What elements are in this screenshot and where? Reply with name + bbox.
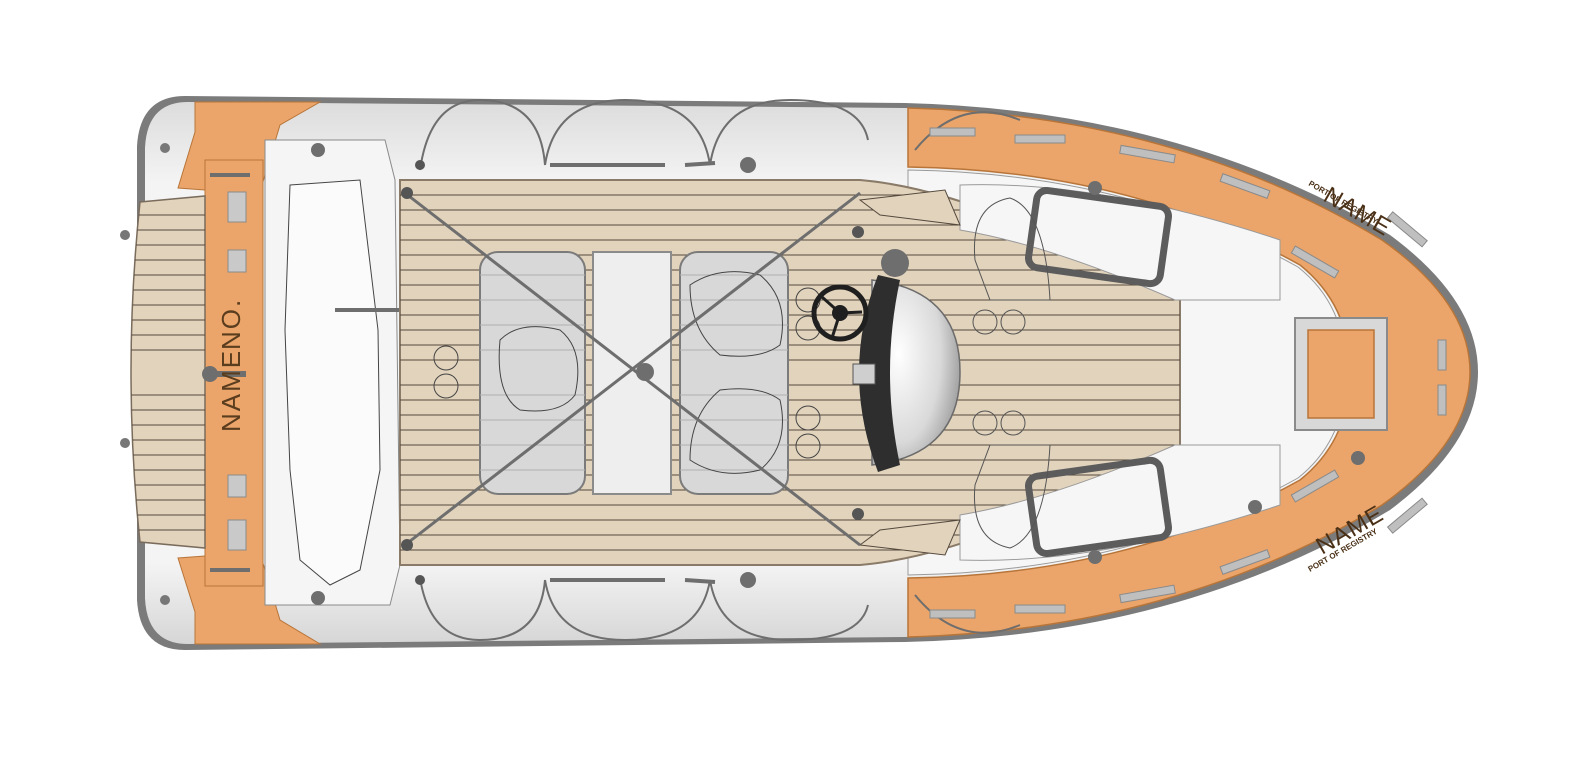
- aft-fitting-top: [311, 143, 325, 157]
- brace-center: [636, 363, 654, 381]
- cushion-stripes: [480, 274, 788, 471]
- transom-seams: [131, 214, 205, 531]
- side-fitting-bottom: [740, 572, 756, 588]
- transom-name-text: NAME: [216, 349, 246, 432]
- teak-wedge-bottom: [858, 519, 961, 556]
- bow-fitting-3: [1248, 500, 1262, 514]
- bow-fitting-2: [1088, 550, 1102, 564]
- stern-pads: [227, 191, 247, 551]
- seated-figure-outlines: [433, 271, 821, 474]
- bow-fitting-1: [1088, 181, 1102, 195]
- anchor-locker-lid: [1307, 329, 1375, 419]
- bow-fitting-4: [1351, 451, 1365, 465]
- transom-fitting-bottom: [120, 438, 130, 448]
- transom-cleat-bar: [216, 371, 246, 377]
- bow-hatch-bottom: [1025, 456, 1172, 558]
- console-windscreen: [859, 275, 900, 472]
- transom-cleat: [202, 366, 218, 382]
- console-dome: [871, 279, 961, 466]
- transom-fitting-top: [120, 230, 130, 240]
- compass-housing: [881, 249, 909, 277]
- aft-fitting-bottom: [311, 591, 325, 605]
- side-fitting-top: [740, 157, 756, 173]
- bow-fender-orange: [907, 107, 1471, 638]
- cross-bracing: [404, 191, 861, 547]
- bow-hatch-top: [1025, 186, 1172, 288]
- console-throttle: [852, 363, 876, 385]
- transom-no-text: NO.: [216, 298, 246, 350]
- folded-canopy: [284, 179, 381, 586]
- bow-rub-strips: [929, 127, 1447, 619]
- bow-seat-outlines: [972, 197, 1051, 549]
- teak-wedge-top: [858, 189, 961, 226]
- cockpit-center-table: [592, 251, 672, 495]
- cockpit-seat-aft: [479, 251, 586, 495]
- transom-platform: [130, 195, 206, 549]
- side-rail-arcs: [419, 98, 1021, 642]
- steering-wheel-icon: [811, 284, 869, 342]
